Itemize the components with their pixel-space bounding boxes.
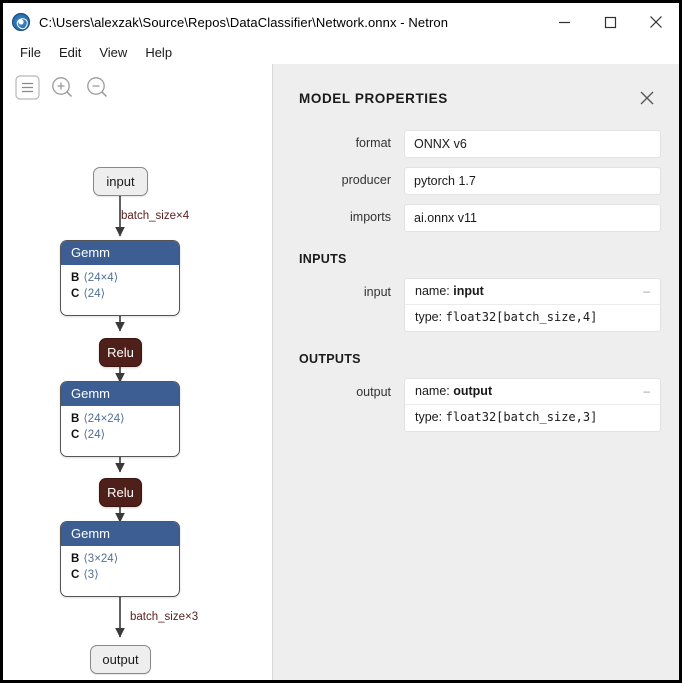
attribute-row: B⟨24×24⟩ bbox=[61, 411, 179, 427]
edge-label-input: batch_size×4 bbox=[121, 210, 190, 222]
title-bar: C:\Users\alexzak\Source\Repos\DataClassi… bbox=[3, 3, 679, 41]
input-type-prefix: type: bbox=[415, 310, 443, 324]
input-type-value: float32[batch_size,4] bbox=[445, 310, 598, 324]
output-name-text: name: output bbox=[415, 384, 492, 398]
output-label: output bbox=[356, 385, 391, 399]
close-icon[interactable] bbox=[633, 3, 679, 41]
zoom-out-icon[interactable] bbox=[84, 74, 111, 101]
graph-node-label: input bbox=[106, 174, 135, 189]
section-heading-inputs: INPUTS bbox=[299, 252, 347, 266]
graph-node-attributes: B⟨24×4⟩ C⟨24⟩ bbox=[61, 265, 179, 308]
panel-title: MODEL PROPERTIES bbox=[299, 90, 448, 106]
collapse-toggle-icon[interactable]: – bbox=[643, 284, 650, 298]
attribute-key: B bbox=[71, 553, 80, 565]
property-label: imports bbox=[350, 210, 391, 224]
attribute-value: ⟨24⟩ bbox=[83, 288, 106, 300]
attribute-value: ⟨3⟩ bbox=[83, 569, 99, 581]
property-label: producer bbox=[341, 173, 391, 187]
output-details: name: output – type: float32[batch_size,… bbox=[404, 378, 661, 432]
zoom-in-icon[interactable] bbox=[49, 74, 76, 101]
graph-node-title: Gemm bbox=[61, 522, 179, 546]
close-icon[interactable] bbox=[637, 88, 657, 108]
graph-toolbar bbox=[14, 74, 111, 101]
menu-icon[interactable] bbox=[14, 74, 41, 101]
section-heading-outputs: OUTPUTS bbox=[299, 352, 361, 366]
menu-bar: File Edit View Help bbox=[3, 41, 679, 64]
window-title: C:\Users\alexzak\Source\Repos\DataClassi… bbox=[39, 14, 449, 30]
property-label: format bbox=[355, 136, 391, 150]
attribute-value: ⟨24⟩ bbox=[83, 429, 106, 441]
collapse-toggle-icon[interactable]: – bbox=[643, 384, 650, 398]
graph-node-label: output bbox=[102, 652, 139, 667]
graph-node-title: Gemm bbox=[61, 382, 179, 406]
output-name-row[interactable]: name: output – bbox=[405, 379, 660, 405]
graph-node-label: Relu bbox=[107, 485, 134, 500]
output-row: output name: output – type: float32[batc… bbox=[299, 378, 661, 432]
output-name-prefix: name: bbox=[415, 384, 450, 398]
input-details: name: input – type: float32[batch_size,4… bbox=[404, 278, 661, 332]
panel-header: MODEL PROPERTIES bbox=[273, 64, 679, 108]
output-type-prefix: type: bbox=[415, 410, 443, 424]
output-type-value: float32[batch_size,3] bbox=[445, 410, 598, 424]
model-properties-panel: MODEL PROPERTIES format ONNX v6 producer… bbox=[272, 64, 679, 680]
property-row-format: format ONNX v6 bbox=[299, 130, 661, 158]
graph-pane[interactable]: input batch_size×4 Gemm B⟨24×4⟩ C⟨24⟩ bbox=[3, 64, 272, 680]
property-value: ONNX v6 bbox=[404, 130, 661, 158]
main-content: input batch_size×4 Gemm B⟨24×4⟩ C⟨24⟩ bbox=[3, 64, 679, 680]
graph-node-label: Relu bbox=[107, 345, 134, 360]
attribute-row: C⟨24⟩ bbox=[61, 427, 179, 443]
output-name-value: output bbox=[453, 384, 493, 398]
edge-label-output: batch_size×3 bbox=[130, 611, 199, 623]
attribute-value: ⟨24×4⟩ bbox=[83, 272, 119, 284]
graph-node-attributes: B⟨24×24⟩ C⟨24⟩ bbox=[61, 406, 179, 449]
output-type-row: type: float32[batch_size,3] bbox=[405, 405, 660, 431]
input-name-row[interactable]: name: input – bbox=[405, 279, 660, 305]
input-name-prefix: name: bbox=[415, 284, 450, 298]
attribute-key: C bbox=[71, 569, 80, 581]
property-value: pytorch 1.7 bbox=[404, 167, 661, 195]
minimize-icon[interactable] bbox=[541, 3, 587, 41]
property-value: ai.onnx v11 bbox=[404, 204, 661, 232]
attribute-key: B bbox=[71, 272, 80, 284]
property-row-producer: producer pytorch 1.7 bbox=[299, 167, 661, 195]
graph-node-relu-1[interactable]: Relu bbox=[99, 338, 142, 367]
menu-item-view[interactable]: View bbox=[99, 45, 128, 60]
window-controls bbox=[541, 3, 679, 41]
graph-node-gemm-1[interactable]: Gemm B⟨24×4⟩ C⟨24⟩ bbox=[60, 240, 180, 316]
attribute-row: B⟨24×4⟩ bbox=[61, 270, 179, 286]
attribute-row: B⟨3×24⟩ bbox=[61, 551, 179, 567]
graph-node-title: Gemm bbox=[61, 241, 179, 265]
netron-logo-icon bbox=[12, 13, 30, 31]
input-label: input bbox=[363, 285, 391, 299]
graph-node-input[interactable]: input bbox=[93, 167, 148, 196]
maximize-icon[interactable] bbox=[587, 3, 633, 41]
graph-canvas[interactable]: input batch_size×4 Gemm B⟨24×4⟩ C⟨24⟩ bbox=[3, 64, 272, 680]
attribute-key: C bbox=[71, 288, 80, 300]
attribute-row: C⟨24⟩ bbox=[61, 286, 179, 302]
input-name-value: input bbox=[453, 284, 484, 298]
attribute-key: C bbox=[71, 429, 80, 441]
input-row: input name: input – type: float32[batch_… bbox=[299, 278, 661, 332]
attribute-key: B bbox=[71, 413, 80, 425]
panel-body: format ONNX v6 producer pytorch 1.7 impo… bbox=[273, 108, 679, 432]
graph-node-attributes: B⟨3×24⟩ C⟨3⟩ bbox=[61, 546, 179, 589]
attribute-value: ⟨3×24⟩ bbox=[83, 553, 119, 565]
attribute-value: ⟨24×24⟩ bbox=[83, 413, 125, 425]
input-name-text: name: input bbox=[415, 284, 484, 298]
menu-item-help[interactable]: Help bbox=[145, 45, 173, 60]
graph-node-gemm-2[interactable]: Gemm B⟨24×24⟩ C⟨24⟩ bbox=[60, 381, 180, 457]
graph-node-output[interactable]: output bbox=[90, 645, 151, 674]
input-type-row: type: float32[batch_size,4] bbox=[405, 305, 660, 331]
menu-item-edit[interactable]: Edit bbox=[58, 45, 82, 60]
attribute-row: C⟨3⟩ bbox=[61, 567, 179, 583]
graph-node-relu-2[interactable]: Relu bbox=[99, 478, 142, 507]
property-row-imports: imports ai.onnx v11 bbox=[299, 204, 661, 232]
menu-item-file[interactable]: File bbox=[20, 45, 41, 60]
graph-node-gemm-3[interactable]: Gemm B⟨3×24⟩ C⟨3⟩ bbox=[60, 521, 180, 597]
